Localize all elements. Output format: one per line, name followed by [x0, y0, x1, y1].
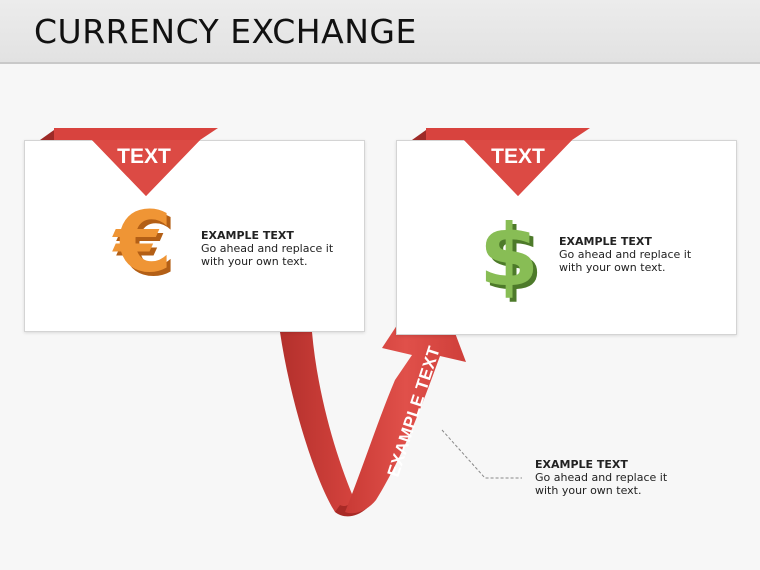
euro-icon: € €: [105, 193, 185, 296]
svg-text:€: €: [116, 205, 176, 291]
caption-line: with your own text.: [559, 261, 666, 274]
card-dollar-caption: EXAMPLE TEXT Go ahead and replace it wit…: [559, 235, 691, 274]
svg-text:$: $: [483, 210, 541, 305]
dollar-icon: $ $: [479, 205, 543, 310]
callout-caption: EXAMPLE TEXT Go ahead and replace it wit…: [535, 458, 667, 497]
card-euro-caption: EXAMPLE TEXT Go ahead and replace it wit…: [201, 229, 333, 268]
tag-right-label: TEXT: [491, 145, 545, 168]
caption-line: with your own text.: [201, 255, 308, 268]
caption-title: EXAMPLE TEXT: [201, 229, 294, 242]
card-dollar: $ $ EXAMPLE TEXT Go ahead and replace it…: [396, 140, 737, 335]
caption-line: Go ahead and replace it: [535, 471, 668, 484]
dollar-glyph: $: [481, 206, 539, 305]
caption-title: EXAMPLE TEXT: [535, 458, 628, 471]
tag-left-label: TEXT: [117, 145, 171, 168]
ribbon-back: [280, 332, 360, 512]
caption-title: EXAMPLE TEXT: [559, 235, 652, 248]
caption-line: Go ahead and replace it: [201, 242, 334, 255]
euro-glyph: €: [112, 205, 172, 291]
title-bar: CURRENCY EXCHANGE: [0, 0, 760, 64]
arrow-label: EXAMPLE TEXT: [384, 344, 444, 480]
card-euro: € € EXAMPLE TEXT Go ahead and replace it…: [24, 140, 365, 332]
caption-line: Go ahead and replace it: [559, 248, 692, 261]
page-title: CURRENCY EXCHANGE: [34, 12, 417, 51]
callout-leader: [441, 429, 522, 479]
caption-line: with your own text.: [535, 484, 642, 497]
